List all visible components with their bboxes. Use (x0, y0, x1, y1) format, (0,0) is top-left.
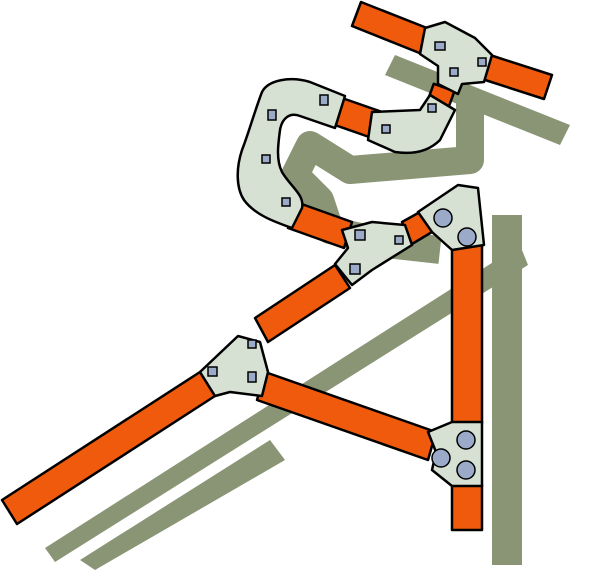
bolt-icon (261, 154, 271, 164)
joint-connector-mid (366, 93, 457, 155)
shadow-lower (80, 440, 285, 570)
bolt-icon (456, 460, 476, 480)
bolt-icon (449, 67, 459, 77)
bolt-icon (354, 229, 366, 241)
beam-segment-mid-diagonal (253, 263, 352, 344)
joint-connector-upper-mid (333, 220, 414, 287)
bolt-icon (207, 366, 218, 377)
bolt-icon (394, 235, 404, 245)
beam-segment-top-left (350, 0, 434, 56)
bolt-icon (267, 109, 277, 121)
joint-connector-left (198, 334, 270, 398)
bolt-icon (434, 41, 446, 51)
bolt-layer (207, 41, 487, 480)
joint-connector-winding (236, 78, 347, 230)
bolt-icon (477, 57, 487, 67)
bolt-icon (381, 124, 391, 134)
bolt-icon (431, 448, 451, 468)
bolt-icon (319, 94, 329, 106)
bolt-icon (427, 103, 437, 113)
bolt-icon (247, 371, 257, 383)
bolt-icon (281, 197, 291, 207)
bolt-icon (433, 208, 453, 228)
beam-segment-top-right (480, 53, 554, 101)
beam-segment-right-stub (450, 483, 484, 532)
beam-segment-right-vertical (450, 243, 484, 425)
bolt-icon (457, 227, 477, 247)
bolt-icon (349, 263, 361, 275)
shadow-vertical (492, 215, 522, 565)
bolt-icon (456, 430, 476, 450)
bolt-icon (247, 339, 257, 349)
joint-connector-top (418, 20, 494, 96)
